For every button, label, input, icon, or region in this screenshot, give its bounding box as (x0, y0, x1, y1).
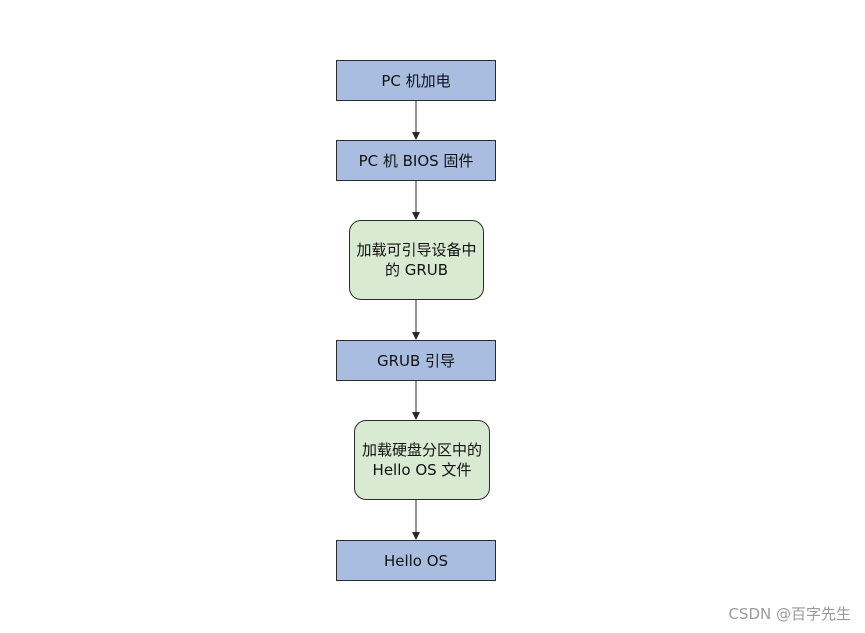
node-pc-power-on-label: PC 机加电 (381, 71, 451, 90)
node-load-hello-os: 加载硬盘分区中的 Hello OS 文件 (354, 420, 490, 500)
csdn-watermark: CSDN @百字先生 (728, 605, 851, 623)
node-grub-boot-label: GRUB 引导 (376, 351, 456, 370)
node-load-grub-line1: 加载可引导设备中 (356, 241, 477, 259)
node-load-hello-os-line2: Hello OS 文件 (372, 461, 472, 479)
node-load-hello-os-text: 加载硬盘分区中的 Hello OS 文件 (362, 440, 482, 480)
node-hello-os: Hello OS (336, 540, 496, 581)
node-load-grub: 加载可引导设备中 的 GRUB (349, 220, 484, 300)
node-bios-firmware-label: PC 机 BIOS 固件 (358, 151, 474, 170)
node-grub-boot: GRUB 引导 (336, 340, 496, 381)
node-pc-power-on: PC 机加电 (336, 60, 496, 101)
node-load-grub-line2: 的 GRUB (384, 261, 449, 279)
node-load-grub-text: 加载可引导设备中 的 GRUB (356, 240, 476, 280)
node-load-hello-os-line1: 加载硬盘分区中的 (361, 441, 482, 459)
node-bios-firmware: PC 机 BIOS 固件 (336, 140, 496, 181)
node-hello-os-label: Hello OS (383, 551, 449, 570)
